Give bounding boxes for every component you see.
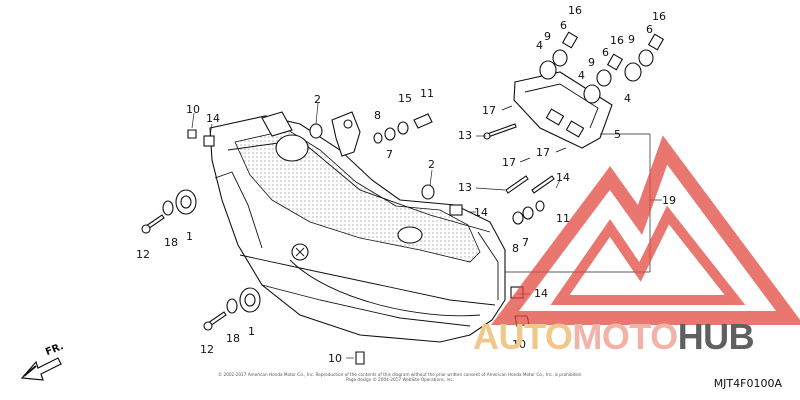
watermark-moto: MOTO — [572, 316, 678, 357]
callout-11: 11 — [556, 212, 570, 225]
callout-4: 4 — [536, 39, 543, 52]
callout-7: 7 — [386, 148, 393, 161]
callout-19: 19 — [662, 194, 676, 207]
bolt-part-12 — [141, 214, 227, 331]
callout-8: 8 — [374, 109, 381, 122]
watermark-hub: HUB — [677, 316, 755, 357]
front-direction-arrow — [20, 357, 62, 381]
bolt-part-10 — [187, 129, 365, 365]
callout-18: 18 — [226, 332, 240, 345]
callout-10: 10 — [186, 103, 200, 116]
callout-labels: 1 1 2 2 4 4 4 5 6 6 6 7 7 8 8 9 9 9 10 1… — [136, 4, 676, 365]
callout-9: 9 — [544, 30, 551, 43]
callout-16: 16 — [652, 10, 666, 23]
cushion-part-1 — [175, 189, 261, 313]
copyright-notice: © 2002-2017 American Honda Motor Co., In… — [218, 372, 582, 382]
diagram-code: MJT4F0100A — [713, 377, 782, 390]
position-light-unit — [513, 71, 613, 149]
callout-16: 16 — [610, 34, 624, 47]
callout-10: 10 — [512, 338, 526, 351]
watermark-logo — [491, 135, 800, 325]
callout-4: 4 — [624, 92, 631, 105]
callout-15: 15 — [398, 92, 412, 105]
pin-part-17 — [501, 105, 567, 163]
callout-9: 9 — [628, 33, 635, 46]
callout-18: 18 — [164, 236, 178, 249]
callout-17: 17 — [482, 104, 496, 117]
callout-10: 10 — [328, 352, 342, 365]
callout-4: 4 — [578, 69, 585, 82]
callout-2: 2 — [428, 158, 435, 171]
callout-6: 6 — [560, 19, 567, 32]
callout-1: 1 — [186, 230, 193, 243]
watermark-auto: AUTO — [473, 316, 573, 357]
screw-part-13 — [483, 123, 555, 194]
callout-16: 16 — [568, 4, 582, 17]
callout-14: 14 — [556, 171, 570, 184]
callout-8: 8 — [512, 242, 519, 255]
headlight-housing — [209, 111, 506, 343]
washer-set-top — [373, 113, 433, 144]
callout-6: 6 — [646, 23, 653, 36]
callout-13: 13 — [458, 129, 472, 142]
callout-11: 11 — [420, 87, 434, 100]
collar-part-18 — [162, 200, 238, 314]
washer-set-middle — [512, 200, 545, 225]
callout-14: 14 — [206, 112, 220, 125]
grommet-part-2 — [309, 123, 435, 200]
bracket-mount — [331, 111, 361, 157]
bulb-socket-set — [539, 31, 665, 104]
callout-9: 9 — [588, 56, 595, 69]
callout-14: 14 — [474, 206, 488, 219]
callout-7: 7 — [522, 236, 529, 249]
callout-2: 2 — [314, 93, 321, 106]
callout-5: 5 — [614, 128, 621, 141]
callout-12: 12 — [200, 343, 214, 356]
callout-17: 17 — [536, 146, 550, 159]
callout-12: 12 — [136, 248, 150, 261]
callout-6: 6 — [602, 46, 609, 59]
callout-13: 13 — [458, 181, 472, 194]
watermark-text: AUTOMOTOHUB — [473, 316, 755, 358]
callout-14: 14 — [534, 287, 548, 300]
callout-1: 1 — [248, 325, 255, 338]
callout-17: 17 — [502, 156, 516, 169]
